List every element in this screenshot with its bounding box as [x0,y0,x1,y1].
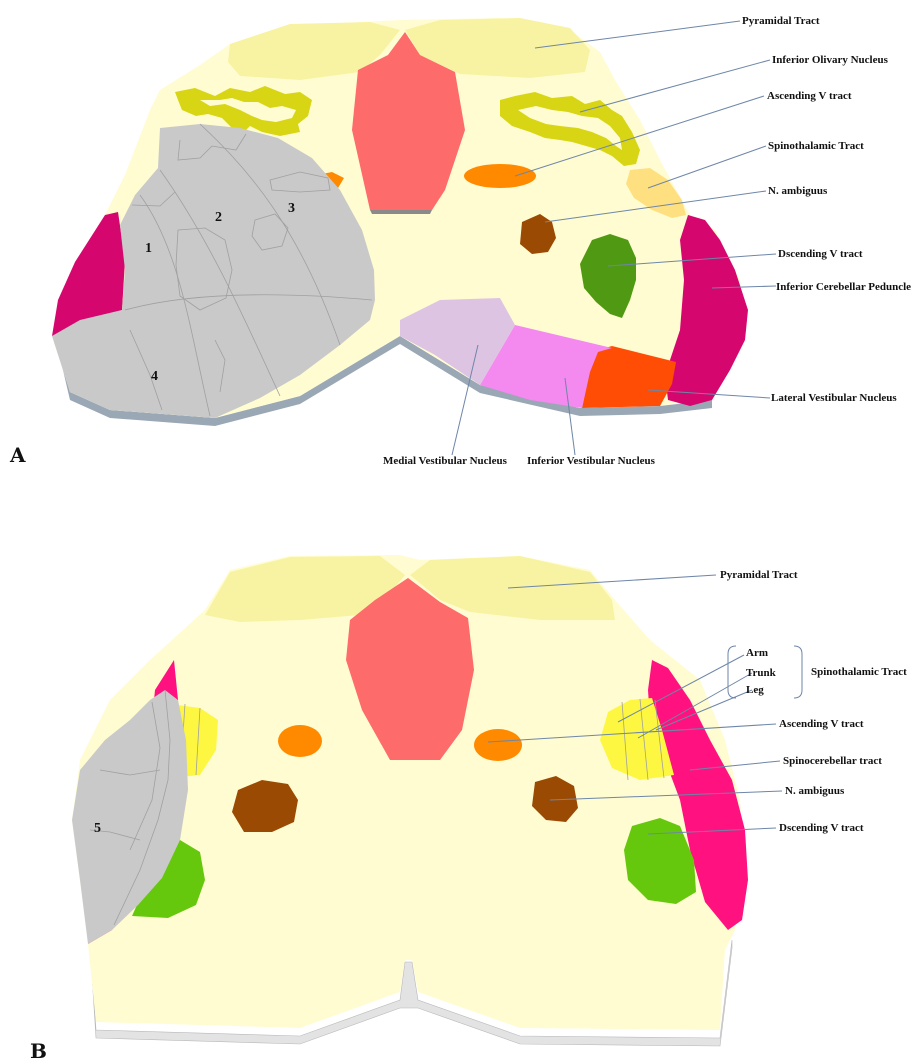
panel-a-label-med-vest: Medial Vestibular Nucleus [383,455,508,467]
panel-a-region-3: 3 [288,201,295,216]
panel-b-asc-v-left [278,725,322,757]
panel-b-region-5: 5 [94,821,101,836]
panel-a-region-2: 2 [215,210,222,225]
panel-a-label-olivary: Inferior Olivary Nucleus [772,54,889,66]
panel-b: 5 Pyramidal Tract Arm Trunk Leg [30,555,907,1063]
panel-a-asc-v-right [464,164,536,188]
panel-a-label-inf-vest: Inferior Vestibular Nucleus [527,455,656,467]
panel-a-label-pyramidal: Pyramidal Tract [742,15,820,27]
panel-a-label-desc-v: Dscending V tract [778,248,863,260]
panel-b-label-leg: Leg [746,684,764,696]
panel-b-label-asc-v: Ascending V tract [779,718,864,730]
panel-b-label-pyramidal: Pyramidal Tract [720,569,798,581]
panel-a-label-spinothalamic: Spinothalamic Tract [768,140,864,152]
panel-a-label-asc-v: Ascending V tract [767,90,852,102]
panel-b-label-spinocerebellar: Spinocerebellar tract [783,755,882,767]
panel-b-label-desc-v: Dscending V tract [779,822,864,834]
panel-a-region-4: 4 [151,369,158,384]
panel-b-asc-v-right [474,729,522,761]
panel-b-label-spinothalamic: Spinothalamic Tract [811,666,907,678]
panel-a-letter: A [9,443,26,467]
panel-b-label-ambiguus: N. ambiguus [785,785,845,797]
panel-a-midline-edge [370,210,432,214]
panel-a: 1 2 3 4 Pyramidal Tract Inferior Olivary… [9,15,911,467]
panel-a-region-1: 1 [145,241,152,256]
panel-b-label-arm: Arm [746,647,768,659]
panel-b-letter: B [30,1039,47,1063]
panel-a-label-icp: Inferior Cerebellar Peduncle [776,281,911,293]
panel-a-label-ambiguus: N. ambiguus [768,185,828,197]
panel-a-label-lat-vest: Lateral Vestibular Nucleus [771,392,897,404]
panel-b-label-trunk: Trunk [746,667,777,679]
